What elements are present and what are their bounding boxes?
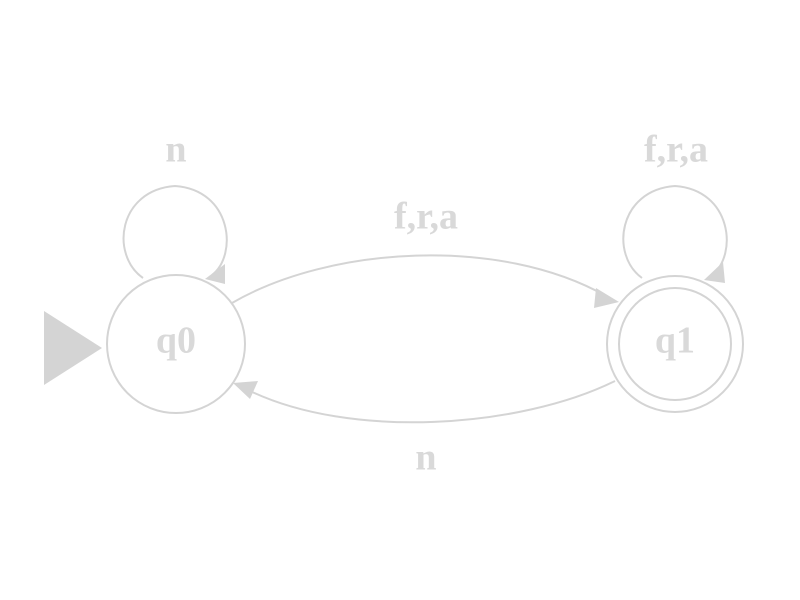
transition-label-q0-q0: n: [165, 129, 186, 171]
self-loop-q1: [622, 184, 728, 279]
edge-q1-q0: [247, 380, 616, 424]
transition-label-q1-q1: f,r,a: [644, 129, 708, 171]
self-loop-q0: [122, 184, 228, 279]
edge-q1-q0-arrowhead: [233, 381, 258, 399]
transition-label-q0-q1: f,r,a: [394, 196, 458, 238]
self-loop-q1-arrowhead: [704, 262, 725, 283]
edge-q0-q1: [231, 254, 607, 304]
state-q1-inner-circle: [618, 287, 732, 401]
state-q0-circle: [106, 274, 246, 414]
transition-label-q1-q0: n: [415, 437, 436, 479]
initial-state-arrow: [44, 311, 102, 385]
state-q1-label: q1: [655, 320, 695, 362]
state-q0: q0: [106, 274, 246, 414]
state-q1: q1: [606, 275, 744, 413]
state-q0-label: q0: [156, 320, 196, 362]
state-q1-outer-circle: [606, 275, 744, 413]
self-loop-q0-arrowhead: [205, 264, 225, 284]
edge-q0-q1-arrowhead: [594, 288, 619, 308]
